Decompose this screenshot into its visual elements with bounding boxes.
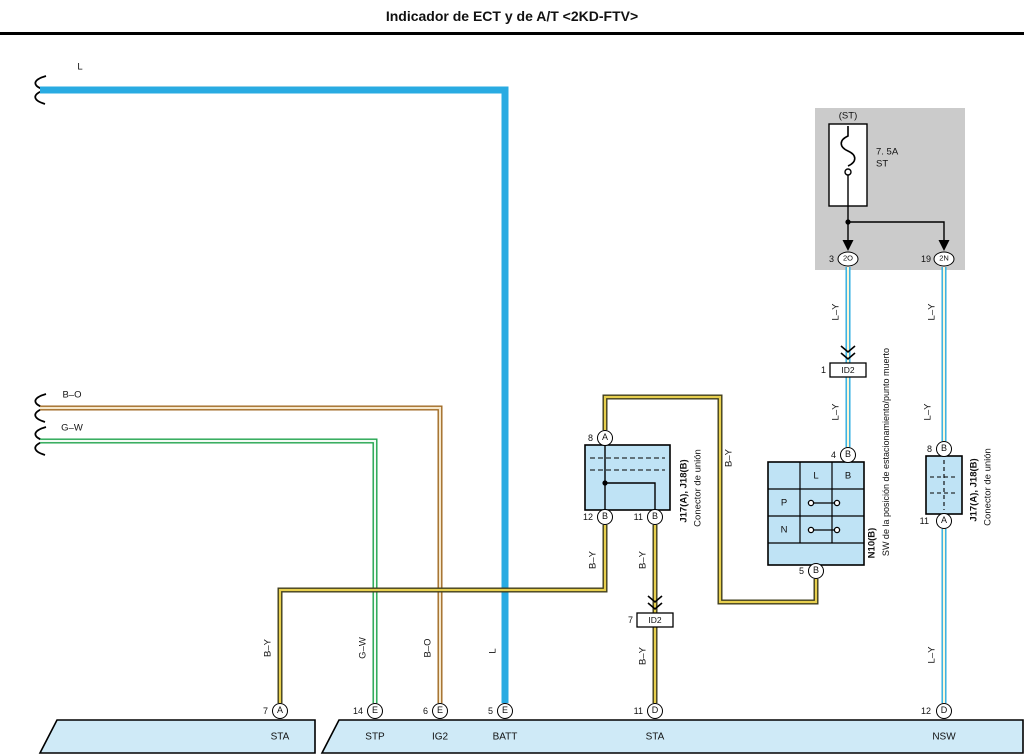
junction-mid-name: J17(A), J18(B)	[678, 459, 690, 523]
wire-label-by: B–Y	[637, 551, 649, 569]
wire-label-by: B–Y	[637, 647, 649, 665]
wire-label-ly: L–Y	[926, 646, 938, 664]
pin-11a: A	[936, 513, 952, 529]
junction-mid-block	[584, 444, 671, 511]
wire-label-bo: B–O	[62, 389, 82, 401]
pin-8b: B	[936, 441, 952, 457]
wire-by-to-sta-left	[277, 525, 608, 703]
fuse-tag: (ST)	[838, 110, 858, 122]
wire-label-ly: L–Y	[926, 303, 938, 321]
pin-number: 3	[828, 254, 834, 264]
junction-mid-desc: Conector de unión	[692, 449, 704, 527]
wire-label-l: L	[77, 61, 83, 73]
pin-number: 11	[919, 516, 929, 526]
terminal-label-batt: BATT	[492, 731, 518, 743]
wire-label-ly: L–Y	[830, 403, 842, 421]
pin-7a: A	[272, 703, 288, 719]
pin-number: 6	[422, 706, 428, 716]
terminal-label-stp: STP	[365, 731, 385, 743]
pin-number: 1	[820, 365, 826, 375]
pin-number: 8	[587, 433, 593, 443]
title-rule	[0, 32, 1024, 35]
arrow-down-icon	[938, 240, 950, 251]
pin-5b: B	[808, 563, 824, 579]
n10-name: N10(B)	[866, 527, 878, 559]
pin-2n: 2N	[933, 251, 955, 267]
pin-number: 5	[487, 706, 493, 716]
wire-label-ly: L–Y	[922, 403, 934, 421]
wire-bo	[40, 405, 443, 703]
wire-l	[40, 86, 509, 703]
pin-6e: E	[432, 703, 448, 719]
id2-label: ID2	[648, 615, 662, 625]
junction-right-block	[925, 455, 963, 515]
pin-number: 11	[633, 706, 643, 716]
wire-break-icon	[34, 75, 49, 456]
wire-by-junction-to-n10	[602, 394, 819, 605]
n10-switch-block	[767, 461, 865, 566]
pin-number: 7	[627, 615, 633, 625]
pin-5e: E	[497, 703, 513, 719]
fuse-rating: 7. 5A	[876, 146, 899, 158]
n10-desc: SW de la posición de estacionamiento/pun…	[881, 347, 891, 557]
pin-4b: B	[840, 447, 856, 463]
pin-number: 5	[798, 566, 804, 576]
pin-number: 19	[920, 254, 931, 264]
wire-label-by: B–Y	[723, 449, 735, 467]
chevron-down-icon	[647, 345, 856, 611]
terminal-label-ig2: IG2	[431, 731, 449, 743]
fuse-name: ST	[876, 158, 889, 170]
id2-label: ID2	[841, 365, 855, 375]
wire-label-by: B–Y	[587, 551, 599, 569]
terminal-label-sta: STA	[270, 731, 290, 743]
pin-number: 14	[352, 706, 363, 716]
n10-row-n: N	[780, 524, 788, 536]
bottom-bar-left	[38, 719, 316, 754]
pin-number: 11	[633, 512, 643, 522]
pin-14e: E	[367, 703, 383, 719]
pin-12d: D	[936, 703, 952, 719]
n10-col-b: B	[844, 470, 852, 482]
junction-right-desc: Conector de unión	[982, 448, 994, 526]
n10-row-p: P	[780, 497, 788, 509]
pin-11b: B	[647, 509, 663, 525]
page-title: Indicador de ECT y de A/T <2KD-FTV>	[385, 8, 639, 24]
junction-dot	[845, 219, 851, 225]
wire-label-gw: G–W	[61, 422, 83, 434]
wire-label-gw: G–W	[357, 637, 369, 659]
terminal-label-nsw: NSW	[932, 731, 956, 743]
n10-col-l: L	[813, 470, 819, 482]
id2-bottom-box	[636, 612, 674, 628]
pin-11d: D	[647, 703, 663, 719]
wire-label-bo: B–O	[422, 638, 434, 658]
pin-2o: 2O	[837, 251, 859, 267]
wire-gw	[40, 438, 378, 703]
bottom-bar-right	[320, 719, 1024, 754]
pin-number: 7	[262, 706, 268, 716]
arrow-down-icon	[842, 240, 854, 251]
wire-label-ly: L–Y	[830, 303, 842, 321]
terminal-label-sta2: STA	[645, 731, 665, 743]
pin-number: 4	[830, 450, 836, 460]
pin-number: 12	[920, 706, 931, 716]
pin-8a: A	[597, 430, 613, 446]
wire-label-by: B–Y	[262, 639, 274, 657]
wire-label-l: L	[487, 648, 499, 654]
fuse-symbol	[828, 123, 868, 207]
pin-number: 8	[926, 444, 932, 454]
id2-top-box	[829, 362, 867, 378]
junction-right-name: J17(A), J18(B)	[968, 458, 980, 522]
pin-number: 12	[582, 512, 593, 522]
pin-12b: B	[597, 509, 613, 525]
